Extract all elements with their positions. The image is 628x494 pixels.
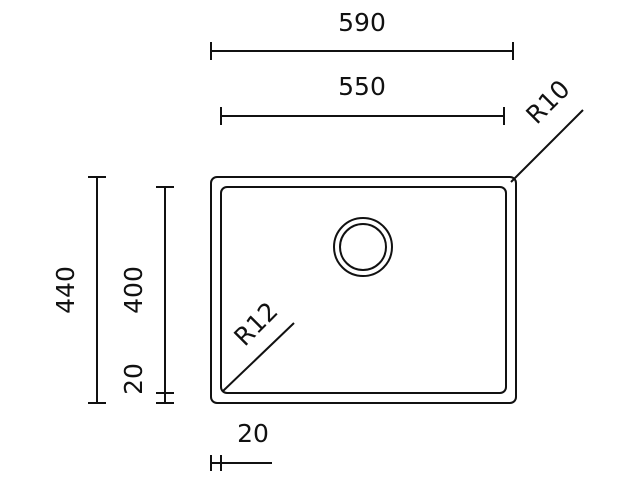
sink-outer-outline [210,176,517,404]
outer-radius-leader-line [510,109,584,183]
outer-width-dimension-line [210,42,514,60]
outer-width-label: 590 [338,8,386,37]
outer-radius-label: R10 [520,74,575,129]
inner-height-dimension-line [156,186,174,404]
side-offset-label: 20 [237,419,269,448]
inner-width-dimension-line [220,107,505,125]
outer-height-dimension-line [88,176,106,404]
bottom-offset-label: 20 [119,363,148,395]
side-offset-dimension-line [210,455,272,471]
inner-radius-label: R12 [228,296,283,351]
sink-inner-bowl-outline [220,186,507,394]
inner-radius-leader-line [222,322,295,392]
inner-width-label: 550 [338,72,386,101]
drain-icon [333,217,393,277]
outer-height-label: 440 [51,266,80,314]
inner-height-label: 400 [119,266,148,314]
